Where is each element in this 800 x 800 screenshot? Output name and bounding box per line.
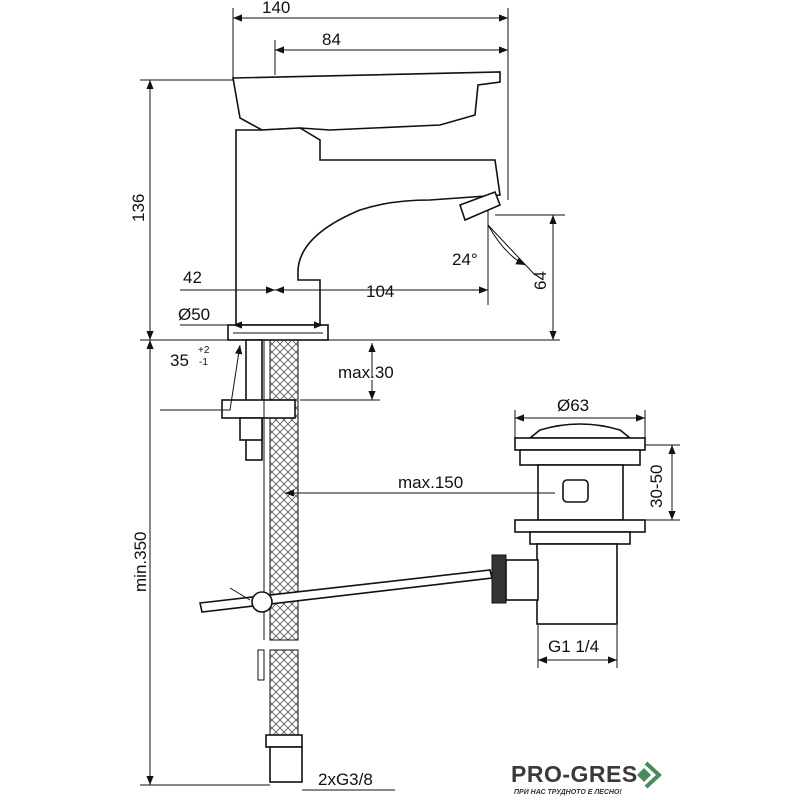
- svg-text:PRO-GRES: PRO-GRES: [511, 761, 638, 787]
- pop-up-rod: [199, 569, 493, 613]
- svg-text:ПРИ НАС ТРУДНОТО Е ЛЕСНО!: ПРИ НАС ТРУДНОТО Е ЛЕСНО!: [514, 789, 622, 796]
- dim-max30: max.30: [338, 363, 394, 382]
- dim-30-50: 30-50: [647, 465, 666, 508]
- lever-handle: [232, 71, 501, 131]
- dim-104: 104: [366, 282, 394, 301]
- faucet: [227, 71, 502, 341]
- dim-84: 84: [322, 30, 341, 49]
- dim-140: 140: [262, 0, 290, 17]
- flex-hose-lower: [269, 649, 299, 741]
- dim-waste-diameter: Ø63: [557, 396, 589, 415]
- logo-chevron-icon: [644, 761, 662, 789]
- mounting-kit: [199, 339, 493, 783]
- dim-angle: 24°: [452, 250, 478, 269]
- pro-gres-logo: PRO-GRES ПРИ НАС ТРУДНОТО Е ЛЕСНО!: [511, 761, 662, 796]
- dim-min350: min.350: [131, 532, 150, 592]
- dim-g38: 2xG3/8: [318, 770, 373, 789]
- dim-hole: 35: [170, 351, 189, 370]
- dimension-lines: [146, 14, 680, 791]
- pop-up-waste: [491, 423, 646, 625]
- dim-base-diameter: Ø50: [178, 305, 210, 324]
- dim-64: 64: [531, 271, 550, 290]
- dim-42: 42: [183, 268, 202, 287]
- hose-nut: [269, 746, 303, 783]
- logo-diamond-icon: [637, 768, 651, 782]
- fixing-washer: [221, 399, 296, 419]
- aerator: [458, 190, 502, 222]
- dim-hole-tol-plus: +2: [198, 345, 210, 356]
- extension-lines: [140, 8, 565, 786]
- dim-max150: max.150: [398, 473, 463, 492]
- faucet-body: [235, 127, 501, 326]
- dim-g114: G1 1/4: [548, 637, 599, 656]
- dim-136: 136: [129, 194, 148, 222]
- dim-hole-tol-minus: -1: [199, 357, 208, 368]
